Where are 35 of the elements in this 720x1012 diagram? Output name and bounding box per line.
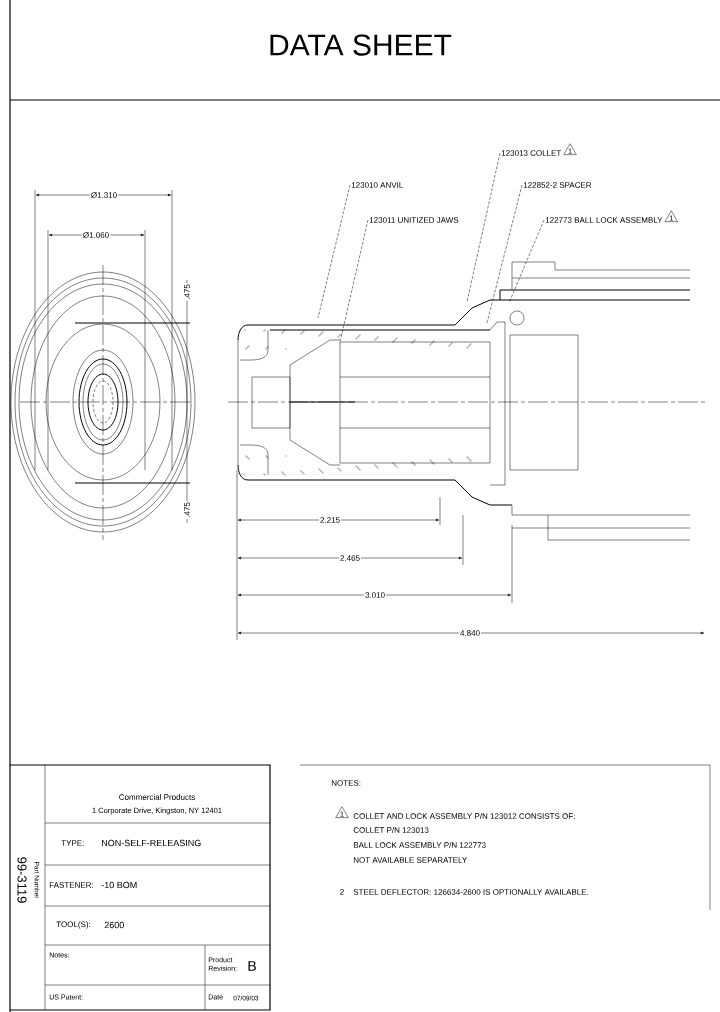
field-value: -10 BOM bbox=[101, 881, 137, 889]
callout-label: 123013 COLLET bbox=[501, 150, 562, 156]
leader-line bbox=[508, 219, 545, 304]
note-number: 2 bbox=[340, 889, 344, 895]
note-text: COLLET AND LOCK ASSEMBLY P/N 123012 CONSISTS OF: bbox=[353, 813, 575, 819]
note-text: COLLET P/N 123013 bbox=[353, 827, 429, 833]
dimension-text: 3.010 bbox=[364, 591, 386, 599]
dimension-text: Ø1.060 bbox=[81, 231, 111, 239]
field-value: B bbox=[248, 961, 256, 971]
callout-label: 123011 UNITIZED JAWS bbox=[369, 217, 459, 223]
dimension-text: .475 bbox=[183, 283, 191, 301]
field-label: TOOL(S): bbox=[56, 921, 91, 929]
callout-label: 123010 ANVIL bbox=[351, 182, 403, 188]
dimension-text: 2.215 bbox=[319, 516, 341, 524]
leader-line bbox=[486, 184, 523, 324]
field-label: TYPE: bbox=[61, 840, 84, 846]
note-text: STEEL DEFLECTOR: 126634-2600 IS OPTIONALLY AVAILABLE. bbox=[353, 889, 588, 895]
title: DATA SHEET bbox=[270, 34, 452, 56]
callout-label: 122852-2 SPACER bbox=[523, 182, 592, 188]
note-text: NOT AVAILABLE SEPARATELY bbox=[353, 857, 468, 863]
dimension-text: Ø1.310 bbox=[89, 191, 119, 199]
note-text: BALL LOCK ASSEMBLY P/N 122773 bbox=[353, 842, 486, 848]
dimension-text: .475 bbox=[183, 501, 191, 519]
field-value: NON-SELF-RELEASING bbox=[102, 839, 201, 847]
dimension-text: 2.465 bbox=[339, 554, 361, 562]
company-division: Commercial Products bbox=[119, 794, 195, 800]
leader-line bbox=[466, 152, 501, 303]
field-value: 2600 bbox=[104, 921, 124, 929]
callout-label: 122773 BALL LOCK ASSEMBLY bbox=[545, 217, 663, 223]
leader-line bbox=[339, 219, 369, 343]
leader-line bbox=[317, 184, 351, 319]
dimension-text: 4.840 bbox=[459, 629, 481, 637]
notes-heading: NOTES: bbox=[331, 780, 361, 786]
part-number: 99-3119 bbox=[17, 857, 27, 903]
field-label: FASTENER: bbox=[49, 882, 93, 888]
